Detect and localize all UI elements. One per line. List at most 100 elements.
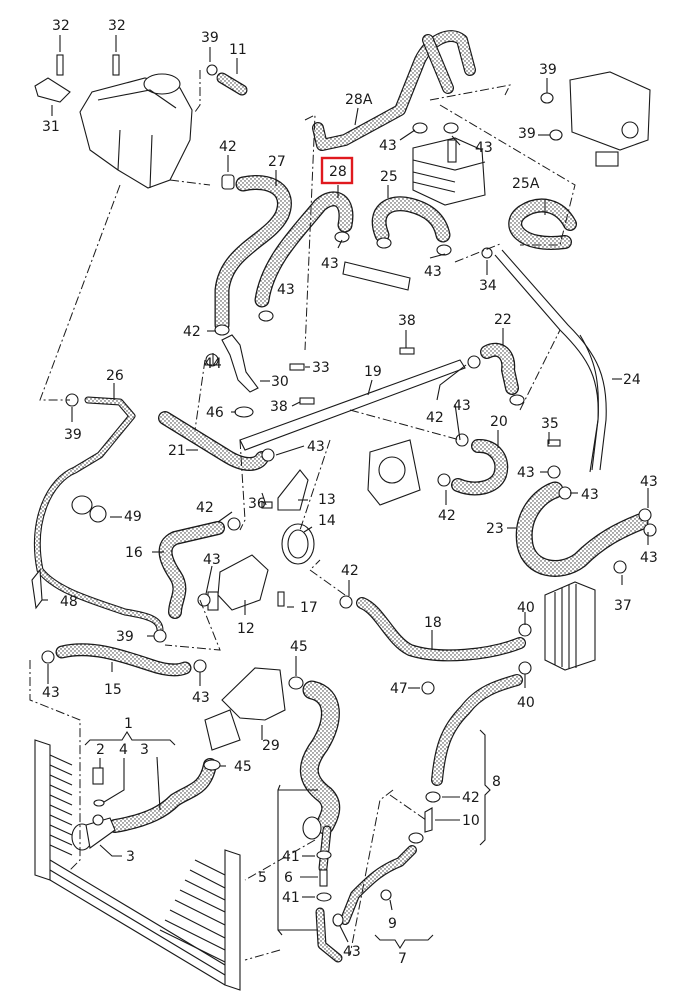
label-3[interactable]: 3 [140,742,149,758]
label-44[interactable]: 44 [204,356,222,372]
label-39[interactable]: 39 [539,62,557,78]
label-43[interactable]: 43 [277,282,295,298]
label-45[interactable]: 45 [234,759,252,775]
highlight-box [320,156,354,185]
label-39[interactable]: 39 [64,427,82,443]
label-24[interactable]: 24 [623,372,641,388]
label-40[interactable]: 40 [517,600,535,616]
label-39[interactable]: 39 [518,126,536,142]
label-15[interactable]: 15 [104,682,122,698]
clamp-43j [547,465,561,479]
label-8[interactable]: 8 [492,774,501,790]
radiator [34,739,241,991]
label-42[interactable]: 42 [196,500,214,516]
clamp-43n2 [197,593,211,607]
label-43[interactable]: 43 [517,465,535,481]
label-19[interactable]: 19 [364,364,382,380]
label-43[interactable]: 43 [343,944,361,960]
label-41[interactable]: 41 [282,849,300,865]
clamp-43a [334,231,350,243]
label-1[interactable]: 1 [124,716,133,732]
label-42[interactable]: 42 [341,563,359,579]
label-42[interactable]: 42 [462,790,480,806]
label-42[interactable]: 42 [183,324,201,340]
label-6[interactable]: 6 [284,870,293,886]
hose-radiator-main [299,680,341,873]
label-27[interactable]: 27 [268,154,286,170]
label-9[interactable]: 9 [388,916,397,932]
label-14[interactable]: 14 [318,513,336,529]
label-43[interactable]: 43 [203,552,221,568]
label-45[interactable]: 45 [290,639,308,655]
label-38[interactable]: 38 [270,399,288,415]
label-47[interactable]: 47 [390,681,408,697]
clamp-40b [518,661,532,675]
label-38[interactable]: 38 [398,313,416,329]
label-43[interactable]: 43 [379,138,397,154]
bolt-32a [56,54,64,76]
label-34[interactable]: 34 [479,278,497,294]
label-31[interactable]: 31 [42,119,60,135]
oil-cooler-lower [544,581,596,671]
label-10[interactable]: 10 [462,813,480,829]
clamp-45b [203,759,221,771]
label-35[interactable]: 35 [541,416,559,432]
label-39[interactable]: 39 [201,30,219,46]
bolt-17 [277,591,285,607]
label-40[interactable]: 40 [517,695,535,711]
label-42[interactable]: 42 [426,410,444,426]
highlighted-part-28[interactable]: 28 [320,156,354,185]
label-25[interactable]: 25 [380,169,398,185]
label-23[interactable]: 23 [486,521,504,537]
label-20[interactable]: 20 [490,414,508,430]
label-13[interactable]: 13 [318,492,336,508]
label-12[interactable]: 12 [237,621,255,637]
label-33[interactable]: 33 [312,360,330,376]
label-37[interactable]: 37 [614,598,632,614]
clamp-39e [153,629,167,643]
label-41[interactable]: 41 [282,890,300,906]
clamp-47 [421,681,435,695]
label-28a[interactable]: 28A [345,92,373,108]
label-18[interactable]: 18 [424,615,442,631]
label-43[interactable]: 43 [42,685,60,701]
clamp-44 [205,353,219,367]
label-48[interactable]: 48 [60,594,78,610]
label-36[interactable]: 36 [248,496,266,512]
label-43[interactable]: 43 [192,690,210,706]
label-43[interactable]: 43 [321,256,339,272]
label-21[interactable]: 21 [168,443,186,459]
label-7[interactable]: 7 [398,951,407,967]
label-43[interactable]: 43 [424,264,442,280]
label-39[interactable]: 39 [116,629,134,645]
label-43[interactable]: 43 [640,474,658,490]
label-30[interactable]: 30 [271,374,289,390]
label-5[interactable]: 5 [258,870,267,886]
label-32[interactable]: 32 [108,18,126,34]
label-11[interactable]: 11 [229,42,247,58]
label-49[interactable]: 49 [124,509,142,525]
label-43[interactable]: 43 [307,439,325,455]
clamp-37 [613,560,627,574]
label-42[interactable]: 42 [219,139,237,155]
label-4[interactable]: 4 [119,742,128,758]
label-16[interactable]: 16 [125,545,143,561]
clamp-39a [206,64,218,76]
label-26[interactable]: 26 [106,368,124,384]
label-43[interactable]: 43 [453,398,471,414]
auxiliary-pump [367,439,421,506]
label-2[interactable]: 2 [96,742,105,758]
label-43[interactable]: 43 [475,140,493,156]
label-42[interactable]: 42 [438,508,456,524]
label-43[interactable]: 43 [640,550,658,566]
label-25a[interactable]: 25A [512,176,540,192]
label-43[interactable]: 43 [581,487,599,503]
label-29[interactable]: 29 [262,738,280,754]
label-22[interactable]: 22 [494,312,512,328]
clamp-41a [316,850,332,860]
label-28[interactable]: 28 [329,164,347,180]
label-3[interactable]: 3 [126,849,135,865]
label-32[interactable]: 32 [52,18,70,34]
label-46[interactable]: 46 [206,405,224,421]
label-17[interactable]: 17 [300,600,318,616]
